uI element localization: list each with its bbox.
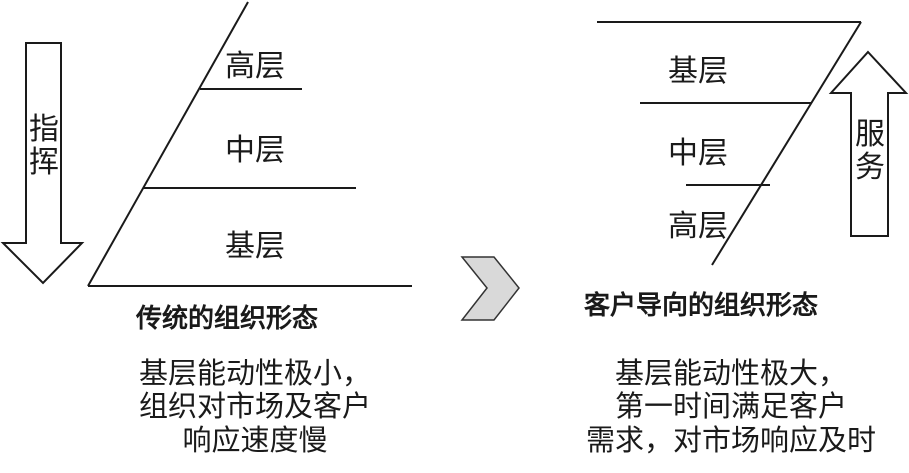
right-arrow-label: 服务 [855,117,885,185]
left-description-line-1: 基层能动性极小， [138,356,371,390]
right-description-line-2: 第一时间满足客户 [614,389,847,424]
left-caption: 传统的组织形态 [136,304,319,334]
left-layer-top: 高层 [225,49,285,84]
right-layer-middle: 中层 [668,136,728,171]
right-caption: 客户导向的组织形态 [584,291,819,321]
right-layer-bottom: 高层 [668,209,728,244]
left-description-line-3: 响应速度慢 [182,422,328,457]
right-description: 基层能动性极大， 第一时间满足客户 需求，对市场响应及时 [556,356,906,457]
right-pyramid-slope [711,21,862,266]
left-description: 基层能动性极小， 组织对市场及客户 响应速度慢 [90,356,420,457]
right-description-line-1: 基层能动性极大， [614,356,847,390]
command-down-arrow [0,42,85,285]
left-layer-bottom: 基层 [225,229,285,264]
left-pyramid-slope [87,1,249,287]
left-arrow-label: 指挥 [29,112,59,180]
transition-chevron [460,256,520,321]
service-up-arrow [828,50,909,237]
left-description-line-2: 组织对市场及客户 [138,389,371,424]
right-layer-top: 基层 [668,54,728,89]
right-description-line-3: 需求，对市场响应及时 [585,422,876,457]
left-layer-middle: 中层 [225,133,285,168]
